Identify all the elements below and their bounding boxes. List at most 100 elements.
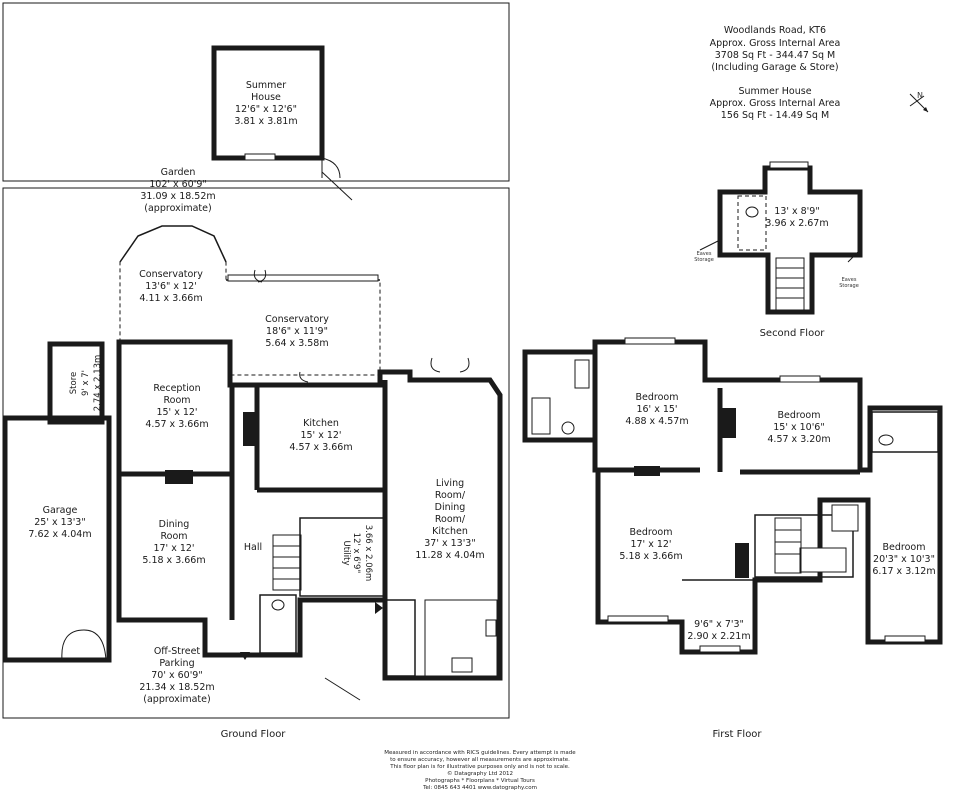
room-dims: (approximate) bbox=[144, 203, 211, 214]
room-name: Summer bbox=[246, 80, 286, 91]
room-dims: 2.74 x 2.13m bbox=[93, 355, 103, 412]
shower-room-walls bbox=[384, 599, 416, 677]
conservatory-glazing bbox=[227, 274, 379, 282]
room-garage: Garage 25' x 13'3" 7.62 x 4.04m bbox=[28, 505, 91, 540]
room-conservatory-2: Conservatory 18'6" x 11'9" 5.64 x 3.58m bbox=[265, 314, 329, 349]
first-chimney-2 bbox=[720, 408, 736, 438]
room-dims: 11.28 x 4.04m bbox=[415, 550, 484, 561]
room-name: Hall bbox=[244, 542, 262, 553]
parking-gate bbox=[324, 677, 361, 701]
front-door-arrow bbox=[240, 652, 250, 660]
bed1-window bbox=[624, 337, 676, 345]
summer-house-door bbox=[321, 157, 341, 179]
bathroom-shower bbox=[831, 504, 859, 532]
store-walls bbox=[47, 341, 105, 425]
gia-note: (Including Garage & Store) bbox=[711, 62, 838, 73]
eaves-label: Storage bbox=[839, 283, 859, 289]
room-living: Living Room/ Dining Room/ Kitchen 37' x … bbox=[415, 478, 484, 561]
bed4-window bbox=[884, 635, 926, 643]
room-garden: Garden 102' x 60'9" 31.09 x 18.52m (appr… bbox=[140, 167, 215, 214]
room-name: Store bbox=[69, 372, 79, 394]
room-dims: 102' x 60'9" bbox=[149, 179, 207, 190]
house-outer-walls bbox=[116, 339, 503, 681]
room-dining: Dining Room 17' x 12' 5.18 x 3.66m bbox=[142, 519, 205, 566]
room-name: Bedroom bbox=[630, 527, 673, 538]
summer-title: Summer House bbox=[738, 86, 811, 97]
bed2-window bbox=[779, 375, 821, 383]
eaves-storage-right: Eaves Storage bbox=[839, 277, 859, 289]
kitchen-door bbox=[299, 371, 309, 383]
room-dims: 31.09 x 18.52m bbox=[140, 191, 215, 202]
room-name: Conservatory bbox=[139, 269, 203, 280]
first-floor-plan bbox=[522, 337, 943, 655]
chimney-breast-1 bbox=[165, 470, 193, 484]
eaves-label: Eaves bbox=[842, 277, 857, 283]
room-dims: (approximate) bbox=[143, 694, 210, 705]
garage-door-left bbox=[61, 629, 85, 661]
room-name: Room/ bbox=[435, 514, 466, 525]
gia-label: Approx. Gross Internal Area bbox=[710, 38, 841, 49]
room-name: Garden bbox=[161, 167, 196, 178]
ground-floor-plan bbox=[2, 2, 510, 719]
room-dims: 13'6" x 12' bbox=[145, 281, 196, 292]
room-dims: 25' x 13'3" bbox=[34, 517, 85, 528]
room-bedroom-2: Bedroom 15' x 10'6" 4.57 x 3.20m bbox=[767, 410, 830, 445]
room-dims: 5.18 x 3.66m bbox=[619, 551, 682, 562]
summer-gia-value: 156 Sq Ft - 14.49 Sq M bbox=[721, 110, 829, 121]
room-dims: 20'3" x 10'3" bbox=[873, 554, 935, 565]
footer-line: to ensure accuracy, however all measurem… bbox=[390, 757, 570, 763]
footer-line: This floor plan is for illustrative purp… bbox=[389, 764, 570, 770]
room-name: Utility bbox=[341, 540, 351, 565]
room-name: Room bbox=[163, 395, 190, 406]
eaves-label: Eaves bbox=[697, 251, 712, 257]
room-dims: 4.57 x 3.66m bbox=[289, 442, 352, 453]
room-dims: 37' x 13'3" bbox=[424, 538, 475, 549]
room-bedroom-1: Bedroom 16' x 15' 4.88 x 4.57m bbox=[625, 392, 688, 427]
room-dims: 9' x 7' bbox=[81, 370, 91, 396]
room-dims: 4.57 x 3.20m bbox=[767, 434, 830, 445]
room-utility: Utility 12' x 6'9" 3.66 x 2.06m bbox=[341, 525, 373, 582]
room-dims: 7.62 x 4.04m bbox=[28, 529, 91, 540]
room-bedroom-5: 9'6" x 7'3" 2.90 x 2.21m bbox=[687, 619, 750, 642]
room-name: Room bbox=[160, 531, 187, 542]
gia-value: 3708 Sq Ft - 344.47 Sq M bbox=[715, 50, 835, 61]
bed4-ensuite-basin bbox=[878, 434, 894, 446]
room-parking: Off-Street Parking 70' x 60'9" 21.34 x 1… bbox=[139, 646, 214, 705]
compass-icon: N bbox=[909, 91, 929, 113]
room-dims: 17' x 12' bbox=[630, 539, 671, 550]
room-dims: 12' x 6'9" bbox=[351, 533, 361, 574]
wc-toilet bbox=[271, 599, 285, 611]
room-name: Bedroom bbox=[778, 410, 821, 421]
room-dims: 18'6" x 11'9" bbox=[266, 326, 328, 337]
bed4-ensuite bbox=[871, 411, 939, 453]
room-dims: 3.81 x 3.81m bbox=[234, 116, 297, 127]
kitchen-sink bbox=[485, 619, 497, 637]
room-dims: 15' x 12' bbox=[300, 430, 341, 441]
attic-basin bbox=[745, 206, 759, 218]
caption-first-floor: First Floor bbox=[712, 729, 762, 740]
room-conservatory-1: Conservatory 13'6" x 12' 4.11 x 3.66m bbox=[139, 269, 203, 304]
attic-window bbox=[769, 161, 809, 169]
summer-house-window bbox=[244, 153, 276, 161]
second-floor-plan bbox=[699, 161, 863, 315]
first-chimney-1 bbox=[634, 466, 660, 476]
garden-boundary bbox=[2, 2, 510, 182]
ensuite-bath bbox=[531, 397, 551, 435]
attic-walls bbox=[717, 165, 863, 315]
garage-walls bbox=[2, 415, 112, 663]
summer-house-walls bbox=[211, 45, 325, 161]
room-dims: 15' x 10'6" bbox=[773, 422, 824, 433]
room-dims: 2.90 x 2.21m bbox=[687, 631, 750, 642]
room-dims: 5.64 x 3.58m bbox=[265, 338, 328, 349]
room-name: Bedroom bbox=[883, 542, 926, 553]
side-door-arrow bbox=[375, 602, 383, 614]
kitchen-hob bbox=[451, 657, 473, 673]
compass-label: N bbox=[917, 91, 923, 100]
room-dims: 4.11 x 3.66m bbox=[139, 293, 202, 304]
living-french-doors bbox=[430, 357, 470, 373]
footer-line: © Datagraphy Ltd 2012 bbox=[447, 770, 513, 777]
footer-line: Tel: 0845 643 4401 www.datography.com bbox=[422, 785, 537, 791]
bathroom-bath bbox=[799, 547, 847, 573]
